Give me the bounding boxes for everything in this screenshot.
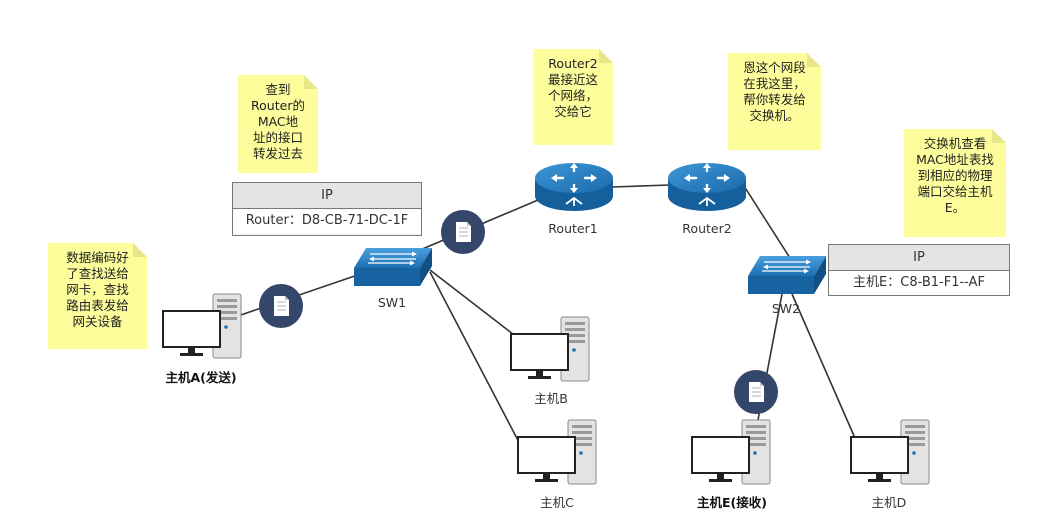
link-router1-router2 (611, 184, 671, 188)
mac-table-row: Router：D8-CB-71-DC-1F (233, 209, 421, 233)
links (231, 184, 859, 449)
link-sw2-hostd (791, 293, 859, 446)
mac-table-header: IP (829, 245, 1009, 271)
link-hosta-sw1 (231, 267, 379, 319)
note-router1: Router2 最接近这 个网络， 交给它 (533, 49, 613, 145)
label-host-a: 主机A(发送) (165, 370, 237, 385)
label-host-b: 主机B (534, 391, 568, 406)
note-router2: 恩这个网段 在我这里， 帮你转发给 交换机。 (728, 53, 821, 150)
host-e-icon (691, 419, 771, 485)
label-sw2: SW2 (771, 301, 801, 316)
note-sw1: 查到 Router的 MAC地 址的接口 转发过去 (238, 75, 318, 173)
router2-icon (666, 161, 748, 213)
sw2-switch-icon (747, 255, 827, 295)
label-router1: Router1 (548, 221, 598, 236)
mac-table-row: 主机E：C8-B1-F1--AF (829, 271, 1009, 295)
packet-icon-a (258, 283, 304, 329)
note-sw2: 交换机查看 MAC地址表找 到相应的物理 端口交给主机 E。 (904, 129, 1006, 237)
link-sw1-hostc (429, 271, 523, 449)
link-sw1-hostb (429, 269, 519, 339)
packet-icon-sw1 (440, 209, 486, 255)
host-c-icon (517, 419, 597, 485)
link-router2-sw2 (743, 185, 791, 259)
packet-icon-e (733, 369, 779, 415)
host-b-icon (510, 316, 590, 382)
label-host-d: 主机D (871, 495, 907, 510)
host-d-icon (850, 419, 930, 485)
label-sw1: SW1 (377, 295, 407, 310)
mac-table-sw1: IP Router：D8-CB-71-DC-1F (232, 182, 422, 236)
label-host-c: 主机C (540, 495, 574, 510)
router1-icon (533, 161, 615, 213)
label-router2: Router2 (682, 221, 732, 236)
label-host-e: 主机E(接收) (697, 495, 767, 510)
mac-table-sw2: IP 主机E：C8-B1-F1--AF (828, 244, 1010, 296)
sw1-switch-icon (353, 247, 433, 287)
note-host-a: 数据编码好 了查找送给 网卡，查找 路由表发给 网关设备 (48, 243, 147, 349)
host-a-icon (162, 293, 242, 359)
mac-table-header: IP (233, 183, 421, 209)
